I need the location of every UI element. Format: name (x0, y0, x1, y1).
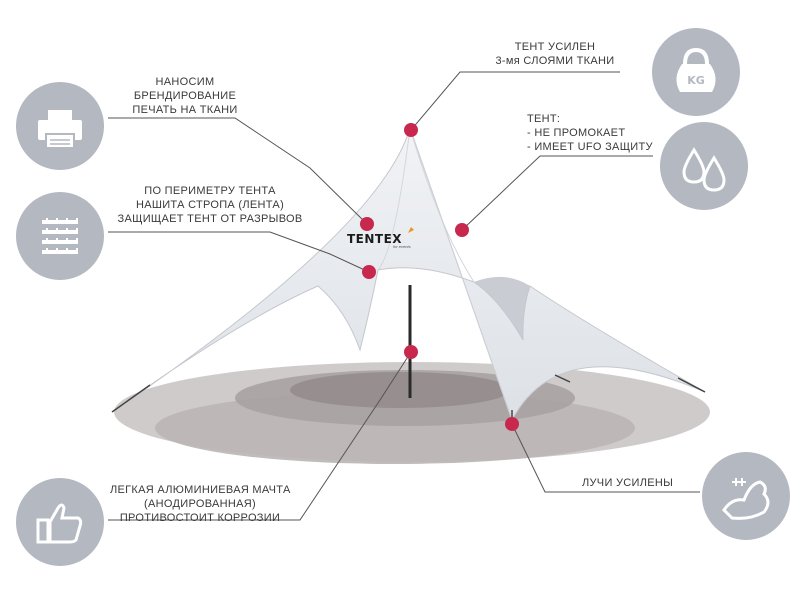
logo-brand: TENTEX (347, 232, 403, 246)
caption-fabric-layers: ТЕНТ УСИЛЕН 3-мя СЛОЯМИ ТКАНИ (495, 41, 615, 67)
caption-perimeter-strap: ПО ПЕРИМЕТРУ ТЕНТА НАШИТА СТРОПА (ЛЕНТА)… (117, 185, 303, 225)
caption-rays: ЛУЧИ УСИЛЕНЫ (582, 477, 674, 489)
logo-tagline: for events (393, 244, 411, 249)
marker-perimeter (362, 265, 376, 279)
ground-shadow (114, 362, 710, 464)
marker-mast (404, 345, 418, 359)
tentex-logo: TENTEX for events (347, 227, 414, 249)
marker-waterproof (455, 223, 469, 237)
printer-icon (16, 82, 104, 170)
marker-top (404, 123, 418, 137)
kettlebell-icon: KG (652, 28, 740, 116)
thumbs-up-icon (16, 478, 104, 566)
water-drops-icon (660, 122, 748, 210)
feature-markers (360, 123, 519, 431)
marker-branding (360, 217, 374, 231)
leader-lines (108, 71, 700, 521)
woven-fabric-icon (16, 192, 104, 280)
logo-flag-icon (408, 227, 414, 233)
strong-arm-icon (702, 452, 790, 540)
caption-mast: ЛЕГКАЯ АЛЮМИНИЕВАЯ МАЧТА (АНОДИРОВАННАЯ)… (110, 484, 291, 524)
caption-branding: НАНОСИМ БРЕНДИРОВАНИЕ ПЕЧАТЬ НА ТКАНИ (132, 76, 238, 116)
caption-waterproof: ТЕНТ: - НЕ ПРОМОКАЕТ - ИМЕЕТ UFO ЗАЩИТУ (527, 113, 653, 153)
kettlebell-label: KG (687, 74, 705, 87)
marker-ray (505, 417, 519, 431)
